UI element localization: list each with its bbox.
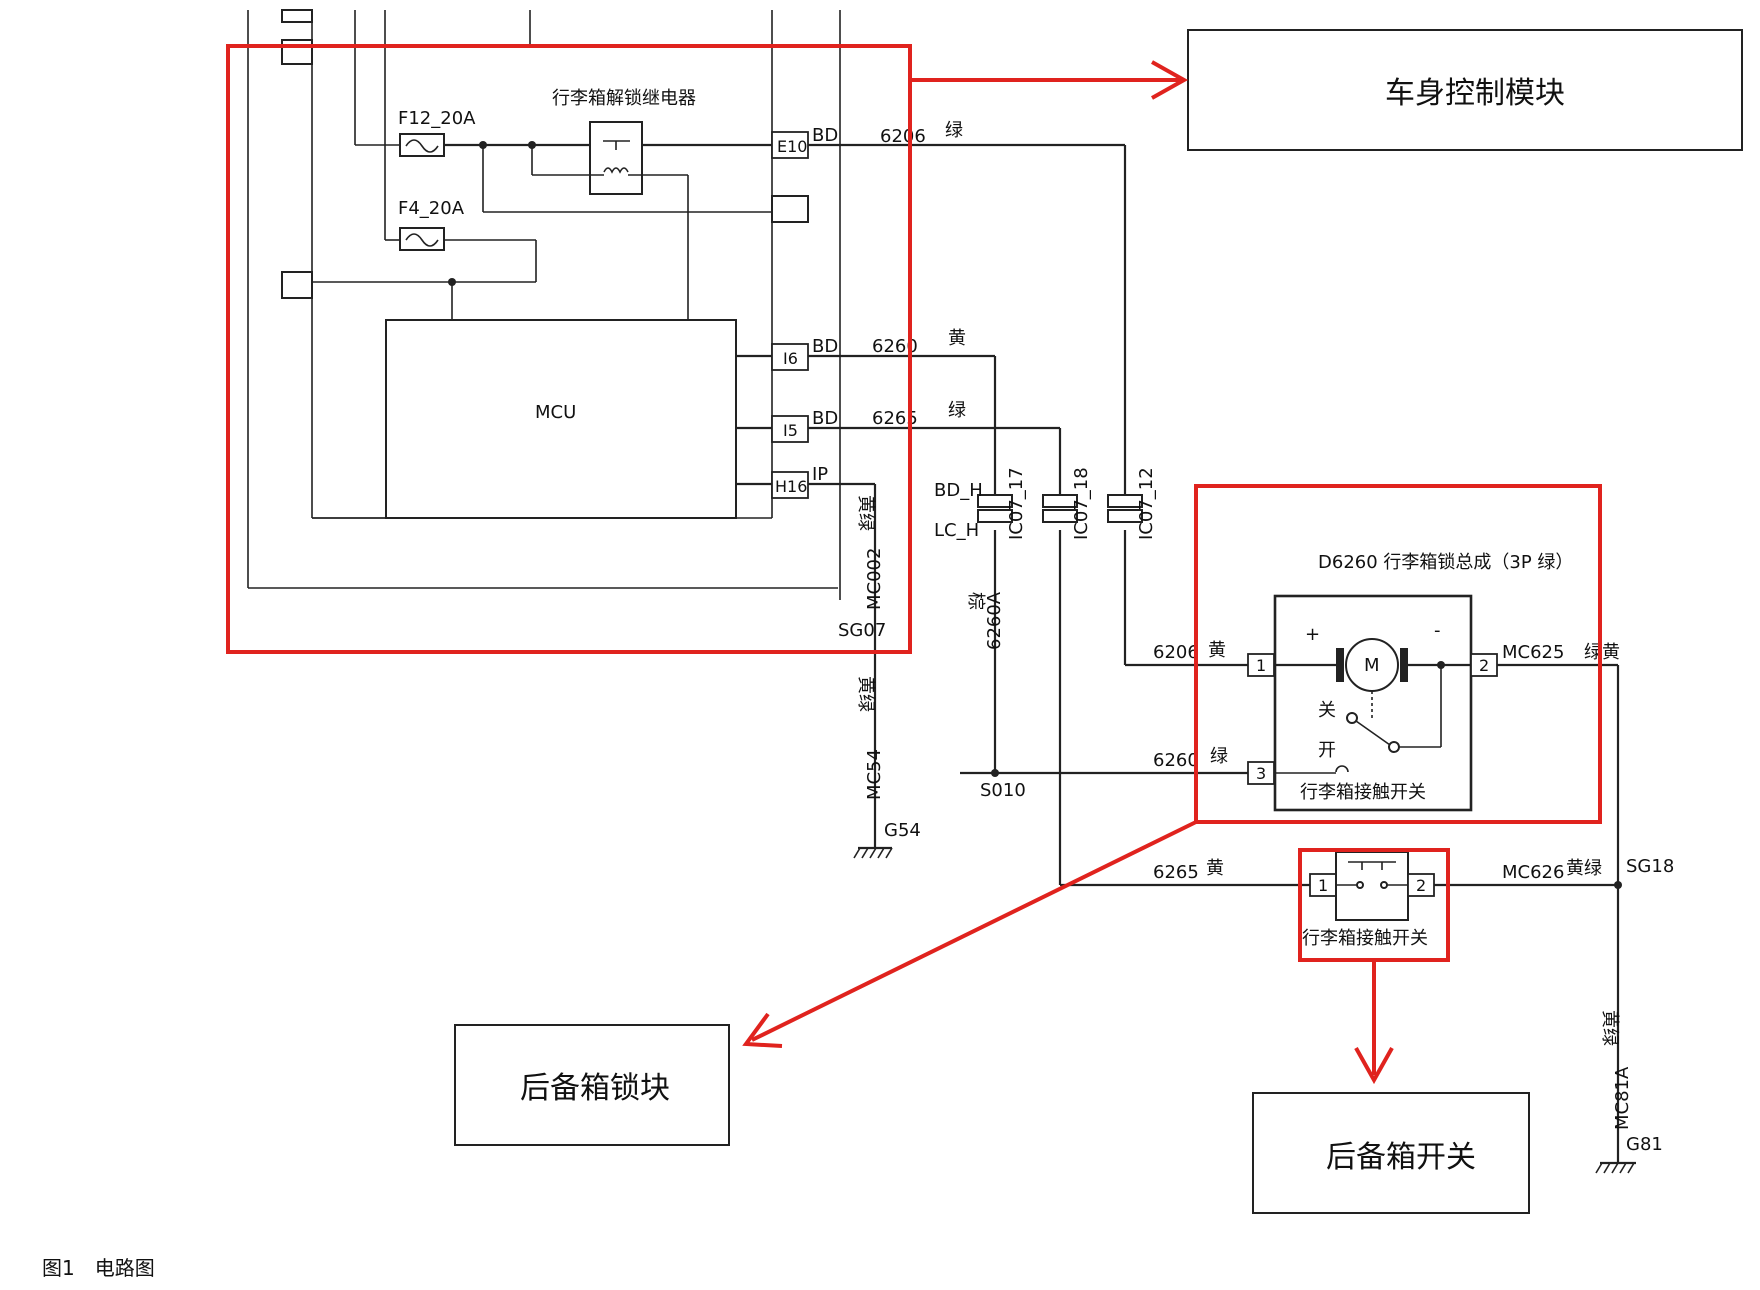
svg-text:黄绿: 黄绿 [855, 676, 876, 712]
trunk-unlock-relay: 行李箱解锁继电器 [531, 88, 696, 320]
svg-text:G81: G81 [1626, 1134, 1663, 1155]
lock-contact-switch-icon [1274, 665, 1442, 774]
svg-text:SG18: SG18 [1626, 856, 1674, 877]
bcm-highlight-box [226, 44, 912, 654]
svg-text:IP: IP [812, 464, 828, 485]
trunk-contact-switch: 1 2 行李箱接触开关 [1302, 851, 1435, 949]
svg-text:I6: I6 [783, 349, 798, 368]
svg-text:黄绿: 黄绿 [1599, 1010, 1620, 1046]
fuse-f12-label: F12_20A [398, 108, 476, 129]
svg-text:6206: 6206 [1153, 642, 1199, 663]
svg-text:2: 2 [1416, 876, 1426, 895]
svg-text:BD: BD [812, 336, 838, 357]
svg-text:-: - [1434, 620, 1441, 641]
wire-6206: 6206 绿 6206 黄 [808, 120, 1248, 667]
wire-6265: 6265 绿 6265 黄 [808, 400, 1310, 887]
svg-text:绿: 绿 [948, 400, 966, 421]
svg-text:6260A: 6260A [984, 591, 1005, 650]
svg-text:BD: BD [812, 125, 838, 146]
svg-text:MC626: MC626 [1502, 862, 1564, 883]
figure-caption: 图1 电路图 [42, 1256, 155, 1280]
svg-text:6265: 6265 [872, 408, 918, 429]
mcu-label: MCU [535, 402, 576, 423]
pin-i6: I6 BD [771, 336, 838, 371]
svg-text:M: M [1364, 655, 1380, 676]
body-control-module-label: 车身控制模块 [1385, 76, 1565, 111]
svg-text:绿: 绿 [1210, 746, 1228, 767]
fuse-f4-label: F4_20A [398, 198, 465, 219]
pin-e10: E10 BD [771, 125, 838, 159]
fuse-f4: F4_20A [312, 198, 537, 320]
mcu-block: MCU [312, 319, 772, 519]
svg-text:6260: 6260 [1153, 750, 1199, 771]
svg-text:黄绿: 黄绿 [855, 495, 876, 531]
svg-text:H16: H16 [775, 477, 807, 496]
wire-mc002: 黄绿 MC002 SG07 黄绿 MC54 G54 [808, 482, 921, 859]
trunk-lock-block-box: 后备箱锁块 [454, 1024, 730, 1146]
svg-text:IC07_18: IC07_18 [1071, 467, 1092, 540]
svg-text:MC002: MC002 [864, 548, 885, 610]
ground-g81-icon [1595, 1161, 1636, 1174]
svg-text:黄: 黄 [1206, 858, 1224, 879]
svg-text:开: 开 [1318, 740, 1336, 761]
contact-switch-label: 行李箱接触开关 [1302, 928, 1428, 949]
svg-text:棕: 棕 [965, 592, 986, 610]
svg-text:1: 1 [1318, 876, 1328, 895]
svg-text:关: 关 [1318, 700, 1336, 721]
svg-text:黄绿: 黄绿 [1566, 858, 1602, 879]
wire-mc625: MC625 绿黄 [1497, 642, 1620, 885]
body-control-module-box: 车身控制模块 [1187, 29, 1743, 151]
connector-ic07-18: IC07_18 [1042, 467, 1092, 540]
svg-text:IC07_17: IC07_17 [1006, 467, 1027, 540]
relay-label: 行李箱解锁继电器 [552, 88, 696, 109]
svg-text:黄: 黄 [948, 328, 966, 349]
pin-h16: H16 IP [771, 464, 828, 499]
svg-text:E10: E10 [777, 137, 807, 156]
svg-text:3: 3 [1256, 764, 1266, 783]
red-annotations [226, 44, 1602, 1085]
svg-text:SG07: SG07 [838, 620, 886, 641]
svg-text:MC54: MC54 [864, 749, 885, 800]
svg-text:行李箱接触开关: 行李箱接触开关 [1300, 782, 1426, 803]
svg-text:MC625: MC625 [1502, 642, 1564, 663]
svg-text:S010: S010 [980, 780, 1026, 801]
svg-text:MC81A: MC81A [1612, 1066, 1633, 1130]
trunk-lock-assembly: D6260 行李箱锁总成（3P 绿） 1 3 2 M + - [1247, 552, 1573, 812]
trunk-switch-label: 后备箱开关 [1326, 1140, 1476, 1175]
svg-text:1: 1 [1256, 656, 1266, 675]
svg-text:IC07_12: IC07_12 [1136, 467, 1157, 540]
trunk-lock-block-label: 后备箱锁块 [520, 1071, 670, 1106]
connector-ic07-17: IC07_17 BD_H LC_H [934, 467, 1027, 541]
svg-text:BD: BD [812, 408, 838, 429]
trunk-switch-box: 后备箱开关 [1252, 1092, 1530, 1214]
ground-g54-icon [853, 846, 893, 859]
svg-text:BD_H: BD_H [934, 480, 983, 501]
lock-assembly-highlight-box [1194, 484, 1602, 824]
svg-text:+: + [1305, 624, 1320, 645]
svg-text:2: 2 [1479, 656, 1489, 675]
wire-mc626: MC626 黄绿 SG18 黄绿 MC81A G81 [1434, 856, 1674, 1174]
svg-text:G54: G54 [884, 820, 921, 841]
svg-text:6265: 6265 [1153, 862, 1199, 883]
svg-text:绿: 绿 [945, 120, 963, 141]
svg-text:6260: 6260 [872, 336, 918, 357]
svg-text:6206: 6206 [880, 126, 926, 147]
pin-i5: I5 BD [771, 408, 838, 443]
svg-text:LC_H: LC_H [934, 520, 979, 541]
contact-switch-highlight-box [1298, 848, 1450, 962]
connector-ic07-12: IC07_12 [1107, 467, 1157, 540]
svg-text:I5: I5 [783, 421, 798, 440]
svg-text:黄: 黄 [1208, 640, 1226, 661]
wire-6260: 6260 黄 6260 绿 S010 棕 6260A [808, 328, 1248, 801]
lock-assembly-title: D6260 行李箱锁总成（3P 绿） [1318, 552, 1573, 573]
